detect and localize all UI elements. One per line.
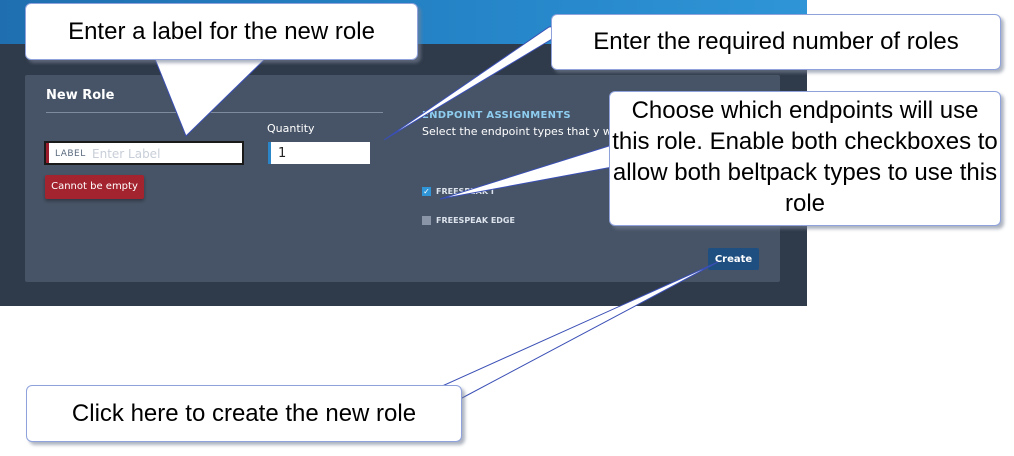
create-callout: Click here to create the new role [26,385,462,442]
create-button[interactable]: Create [708,248,759,270]
quantity-callout: Enter the required number of roles [551,14,1001,70]
title-divider [46,112,383,113]
endpoints-callout: Choose which endpoints will use this rol… [609,91,1001,226]
freespeak-edge-label: FREESPEAK EDGE [436,216,515,225]
quantity-field[interactable] [268,142,370,164]
freespeak-ii-checkbox[interactable]: ✓ [422,187,431,196]
label-field-tag: LABEL [55,149,86,159]
quantity-label: Quantity [267,122,315,135]
create-callout-pointer [438,261,719,399]
error-badge: Cannot be empty [45,175,144,199]
label-callout-pointer [154,58,267,137]
freespeak-edge-option[interactable]: FREESPEAK EDGE [422,216,515,225]
endpoints-callout-pointer [439,144,619,200]
label-input[interactable] [90,145,244,163]
label-callout: Enter a label for the new role [25,3,418,60]
checkmark-icon: ✓ [423,187,430,196]
label-field[interactable]: LABEL [44,141,244,165]
quantity-input[interactable] [276,143,370,163]
endpoint-assignments-title: ENDPOINT ASSIGNMENTS [422,110,571,121]
panel-title: New Role [46,88,115,103]
freespeak-edge-checkbox[interactable] [422,216,431,225]
endpoint-assignments-description: Select the endpoint types that y with. [422,125,630,138]
